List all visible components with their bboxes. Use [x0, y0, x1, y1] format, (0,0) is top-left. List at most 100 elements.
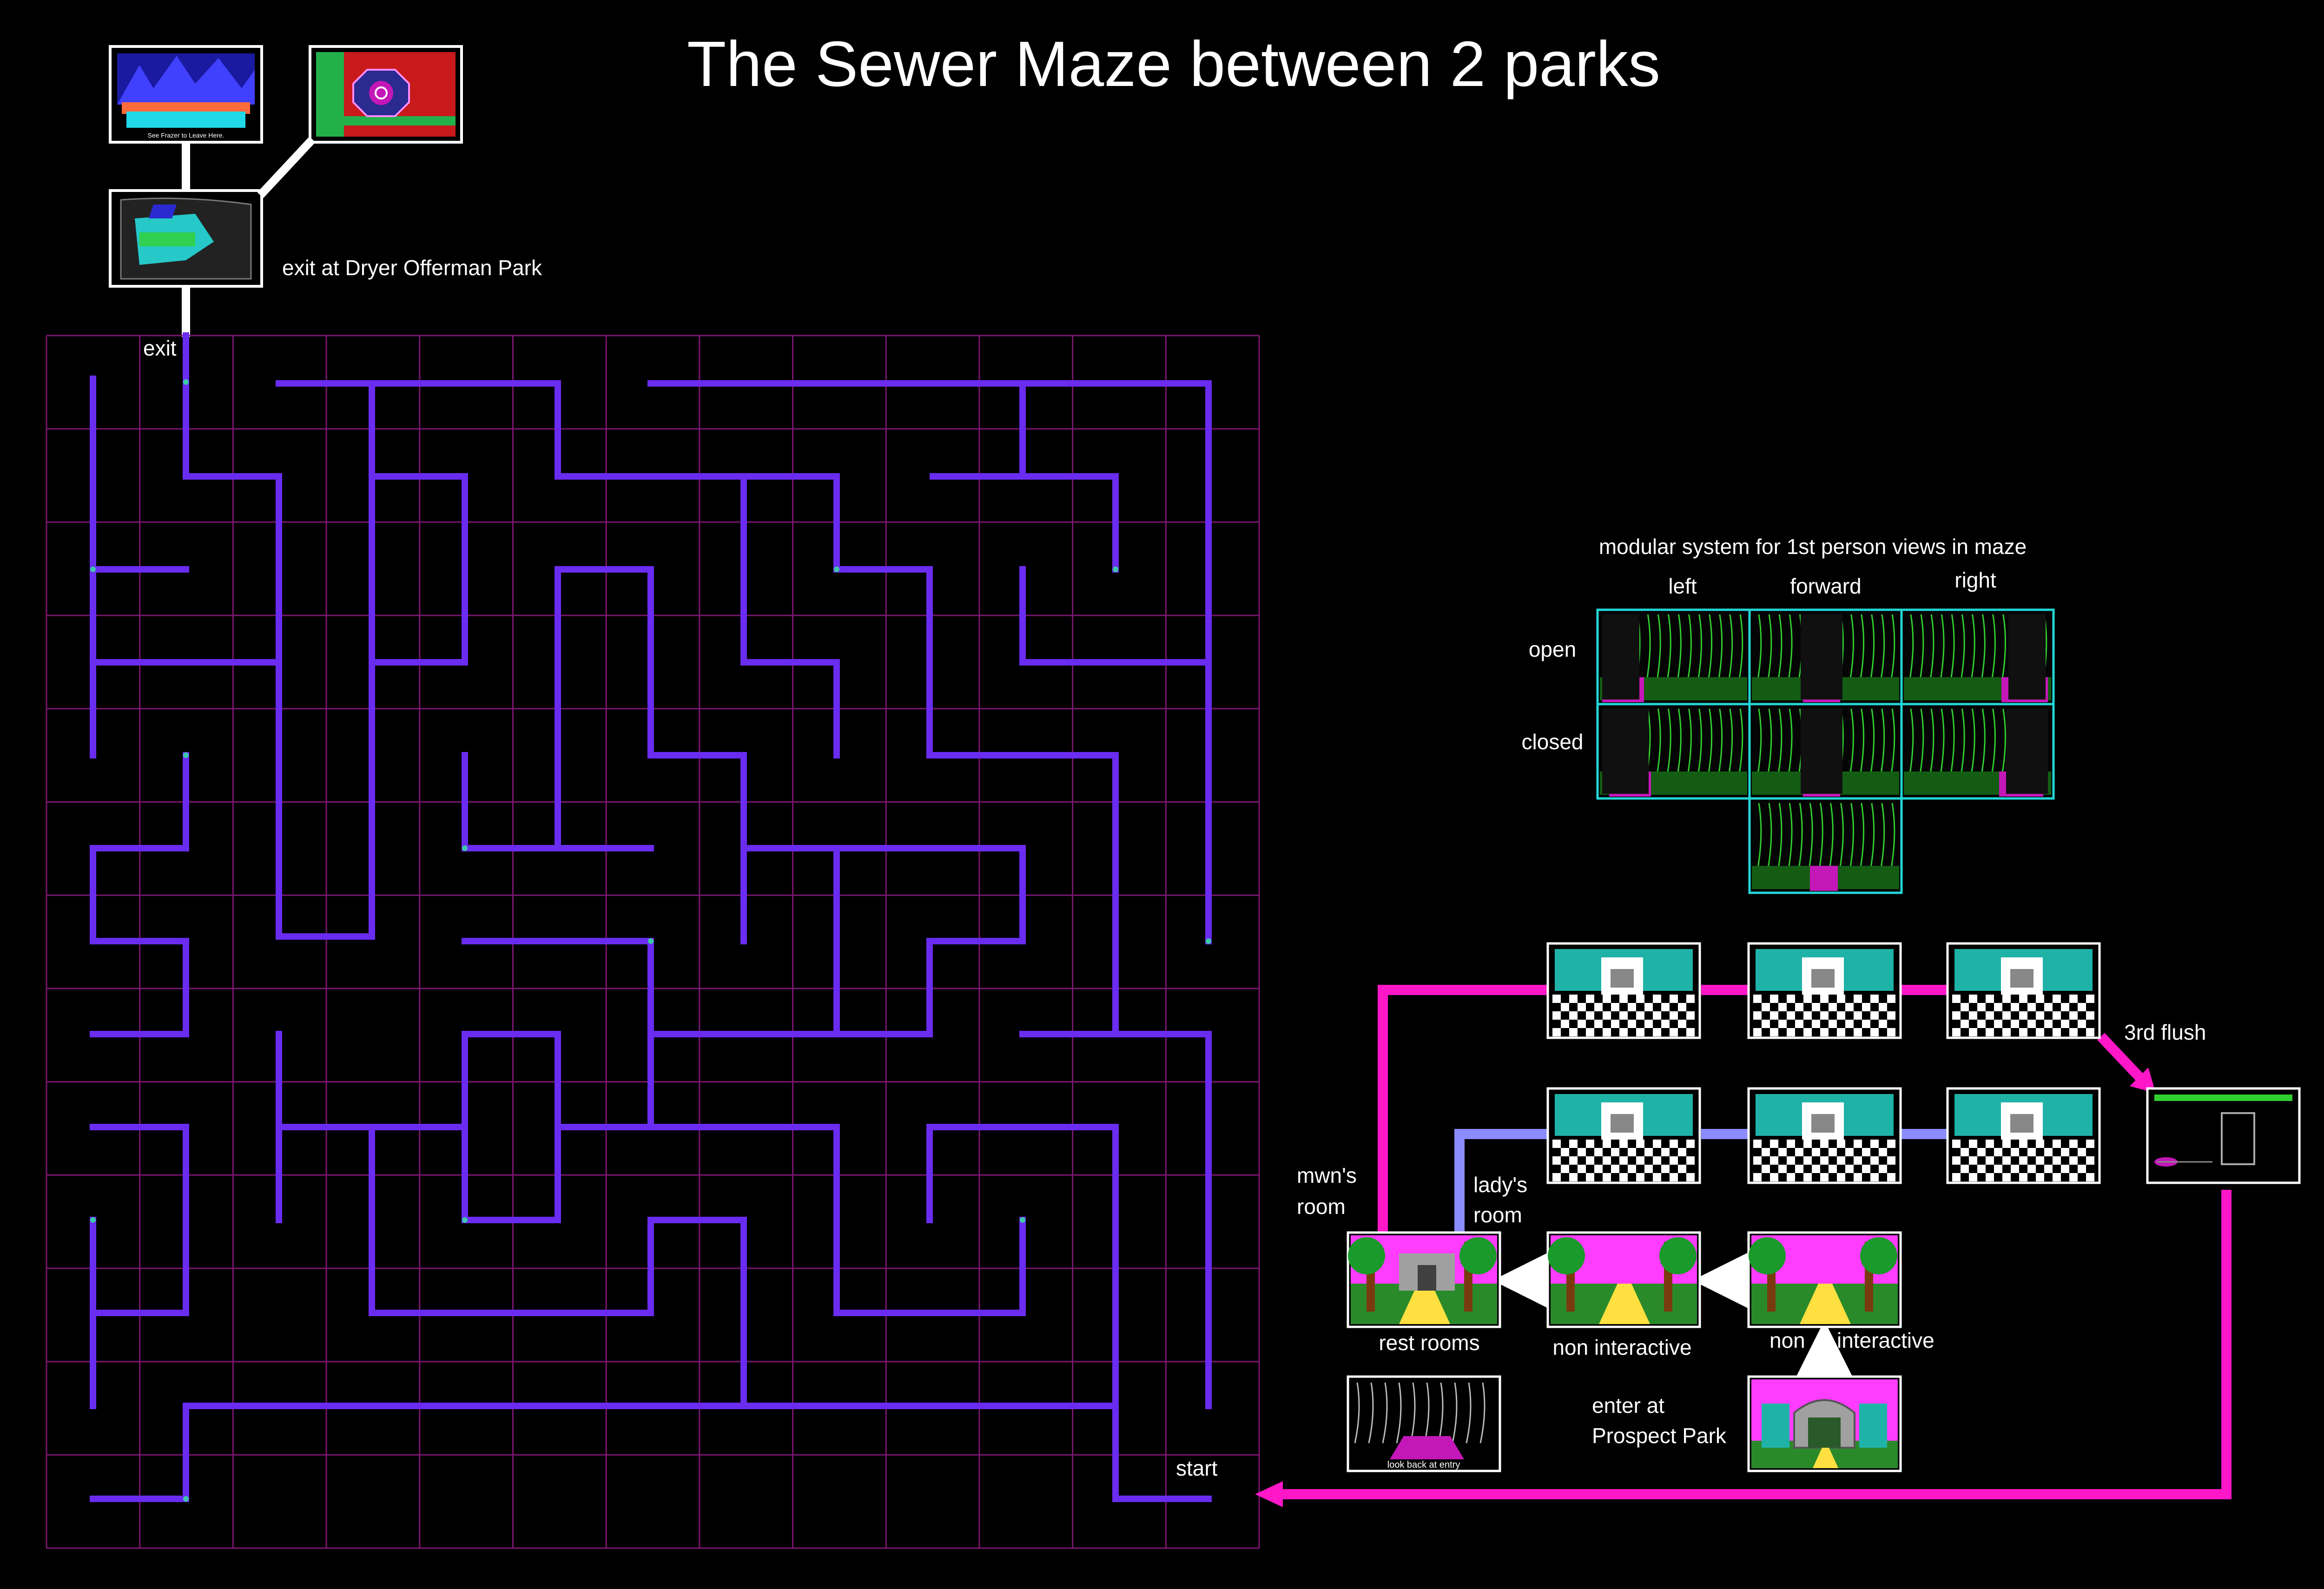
thumb-ladys-3-tile — [1952, 1156, 1961, 1165]
thumb-mens-1-tile — [1552, 995, 1561, 1003]
thumb-ladys-2-tile — [1862, 1148, 1870, 1156]
maze-wall — [647, 1124, 1026, 1316]
look-back-stairs — [1390, 1436, 1464, 1459]
look-back-texture — [1479, 1382, 1486, 1444]
thumb-mens-2-tile — [1803, 995, 1812, 1003]
thumb-ladys-3-tile — [2011, 1165, 2019, 1173]
thumb-mens-3-tile — [2086, 1011, 2094, 1020]
thumb-ladys-1-tile — [1653, 1173, 1661, 1181]
thumb-mens-3-tile — [2069, 1028, 2078, 1036]
thumb-mens-1-tile — [1644, 1003, 1653, 1011]
thumb-ladys-2-tile — [1854, 1156, 1862, 1165]
cave-dark-side — [1602, 709, 1649, 794]
thumb-mens-3-tile — [1952, 995, 1961, 1003]
thumb-ladys-3-tile — [2044, 1148, 2053, 1156]
thumb-ladys-2-tile — [1762, 1148, 1770, 1156]
thumb-ladys-3-tile — [2002, 1156, 2011, 1165]
thumb-mens-1-tile — [1619, 1028, 1628, 1036]
thumb-mens-2-tile — [1854, 1011, 1862, 1020]
label-non-interactive-1: non interactive — [1552, 1335, 1691, 1359]
thumb-ladys-1-tile — [1686, 1156, 1695, 1165]
module-tile — [1748, 703, 1903, 800]
column-label-forward: forward — [1790, 574, 1861, 598]
thumb-mens-3-tile — [2019, 1028, 2027, 1036]
maze-wall — [740, 473, 840, 758]
thumb-mens-2-tile — [1803, 1011, 1812, 1020]
thumb-rest-rooms-tree-crown — [1348, 1237, 1385, 1274]
thumb-mens-2-tile — [1870, 995, 1879, 1003]
maze-wall — [90, 845, 189, 1037]
look-back-caption: look back at entry — [1387, 1460, 1460, 1470]
thumb-mens-1-tile — [1653, 1028, 1661, 1036]
thumb-mens-1-tile — [1569, 995, 1578, 1003]
maze-wall — [647, 938, 933, 1037]
thumb-ladys-3-tile — [1994, 1148, 2002, 1156]
thumb-sewer-ladder — [2221, 1112, 2255, 1165]
thumb-mens-3-tile — [1961, 1003, 1969, 1011]
thumb-ladys-1-tile — [1670, 1173, 1678, 1181]
thumb-mens-2-toilet — [1811, 969, 1835, 988]
maze-marker — [183, 1496, 189, 1502]
thumb-ladys-2-tile — [1795, 1148, 1803, 1156]
thumb-ladys-2-tile — [1787, 1140, 1795, 1148]
thumb-mens-3-tile — [2078, 1003, 2086, 1011]
thumb-ladys-1-tile — [1686, 1140, 1695, 1148]
maze-wall — [90, 1124, 189, 1316]
thumb-mens-1-tile — [1569, 1028, 1578, 1036]
module-tile — [1748, 608, 1903, 705]
flow-thumbnails: look back at entry — [1347, 942, 2301, 1472]
thumb-rest-rooms-building-door — [1418, 1265, 1436, 1291]
thumb-ladys-1-tile — [1644, 1148, 1653, 1156]
label-non-interactive-2b: interactive — [1837, 1328, 1934, 1352]
thumb-mens-3-tile — [1986, 995, 1994, 1003]
thumb-ladys-1-tile — [1603, 1140, 1611, 1148]
thumb-ladys-2-tile — [1795, 1165, 1803, 1173]
thumb-rest-rooms-path — [1399, 1284, 1450, 1324]
thumb-mens-2-tile — [1829, 1003, 1837, 1011]
look-back-texture — [1466, 1382, 1472, 1444]
thumb-mens-1-tile — [1678, 1020, 1686, 1028]
thumb-prospect-park-entry — [1747, 1375, 1902, 1472]
thumb-mens-3-tile — [2027, 1003, 2036, 1011]
thumb-ladys-3-tile — [1969, 1140, 1977, 1148]
thumb-mens-3-tile — [1977, 1003, 1986, 1011]
thumb-ladys-3-tile — [2019, 1140, 2027, 1148]
maze-exit-label: exit — [143, 336, 177, 360]
thumb-ladys-3-tile — [2036, 1140, 2044, 1148]
thumb-ladys-3-tile — [1961, 1165, 1969, 1173]
thumb-ladys-2-tile — [1845, 1148, 1854, 1156]
thumb-mens-2-tile — [1887, 1028, 1895, 1036]
maze-start-label: start — [1176, 1456, 1218, 1480]
thumb-ladys-1-tile — [1594, 1148, 1603, 1156]
thumb-non-interactive-2 — [1747, 1231, 1902, 1328]
thumb-ladys-2-tile — [1787, 1156, 1795, 1165]
maze-marker — [462, 1217, 468, 1223]
look-back-texture — [1382, 1382, 1388, 1444]
page-title: The Sewer Maze between 2 parks — [687, 28, 1660, 100]
exit-thumbnail-manhole — [309, 45, 463, 144]
thumb-mens-3-tile — [2044, 1003, 2053, 1011]
maze-marker — [90, 567, 96, 572]
label-enter-line1: enter at — [1592, 1393, 1664, 1418]
thumb-mens-2-tile — [1812, 1003, 1820, 1011]
thumb-mens-1-tile — [1578, 1003, 1586, 1011]
maze-walls — [90, 332, 1212, 1502]
thumb-mens-3-tile — [2086, 1028, 2094, 1036]
thumb-ladys-3-tile — [2002, 1140, 2011, 1148]
thumb-mens-1-tile — [1686, 1011, 1695, 1020]
maze-marker — [462, 845, 468, 851]
thumb-ladys-3-tile — [1986, 1173, 1994, 1181]
thumb-ladys-3-tile — [1986, 1140, 1994, 1148]
thumb-ladys-3-tile — [2053, 1173, 2061, 1181]
thumb-ladys-3-tile — [1952, 1140, 1961, 1148]
thumb-mens-1-tile — [1594, 1020, 1603, 1028]
thumb-mens-3-tile — [2069, 995, 2078, 1003]
thumb-mens-2-tile — [1887, 995, 1895, 1003]
thumb-mens-2-tile — [1870, 1028, 1879, 1036]
thumb-ladys-2-tile — [1862, 1165, 1870, 1173]
thumb-ladys-1-tile — [1578, 1165, 1586, 1173]
thumb-non-interactive-1-path — [1599, 1284, 1650, 1324]
maze-wall — [555, 566, 747, 944]
cave-magenta-floor — [1810, 866, 1838, 891]
